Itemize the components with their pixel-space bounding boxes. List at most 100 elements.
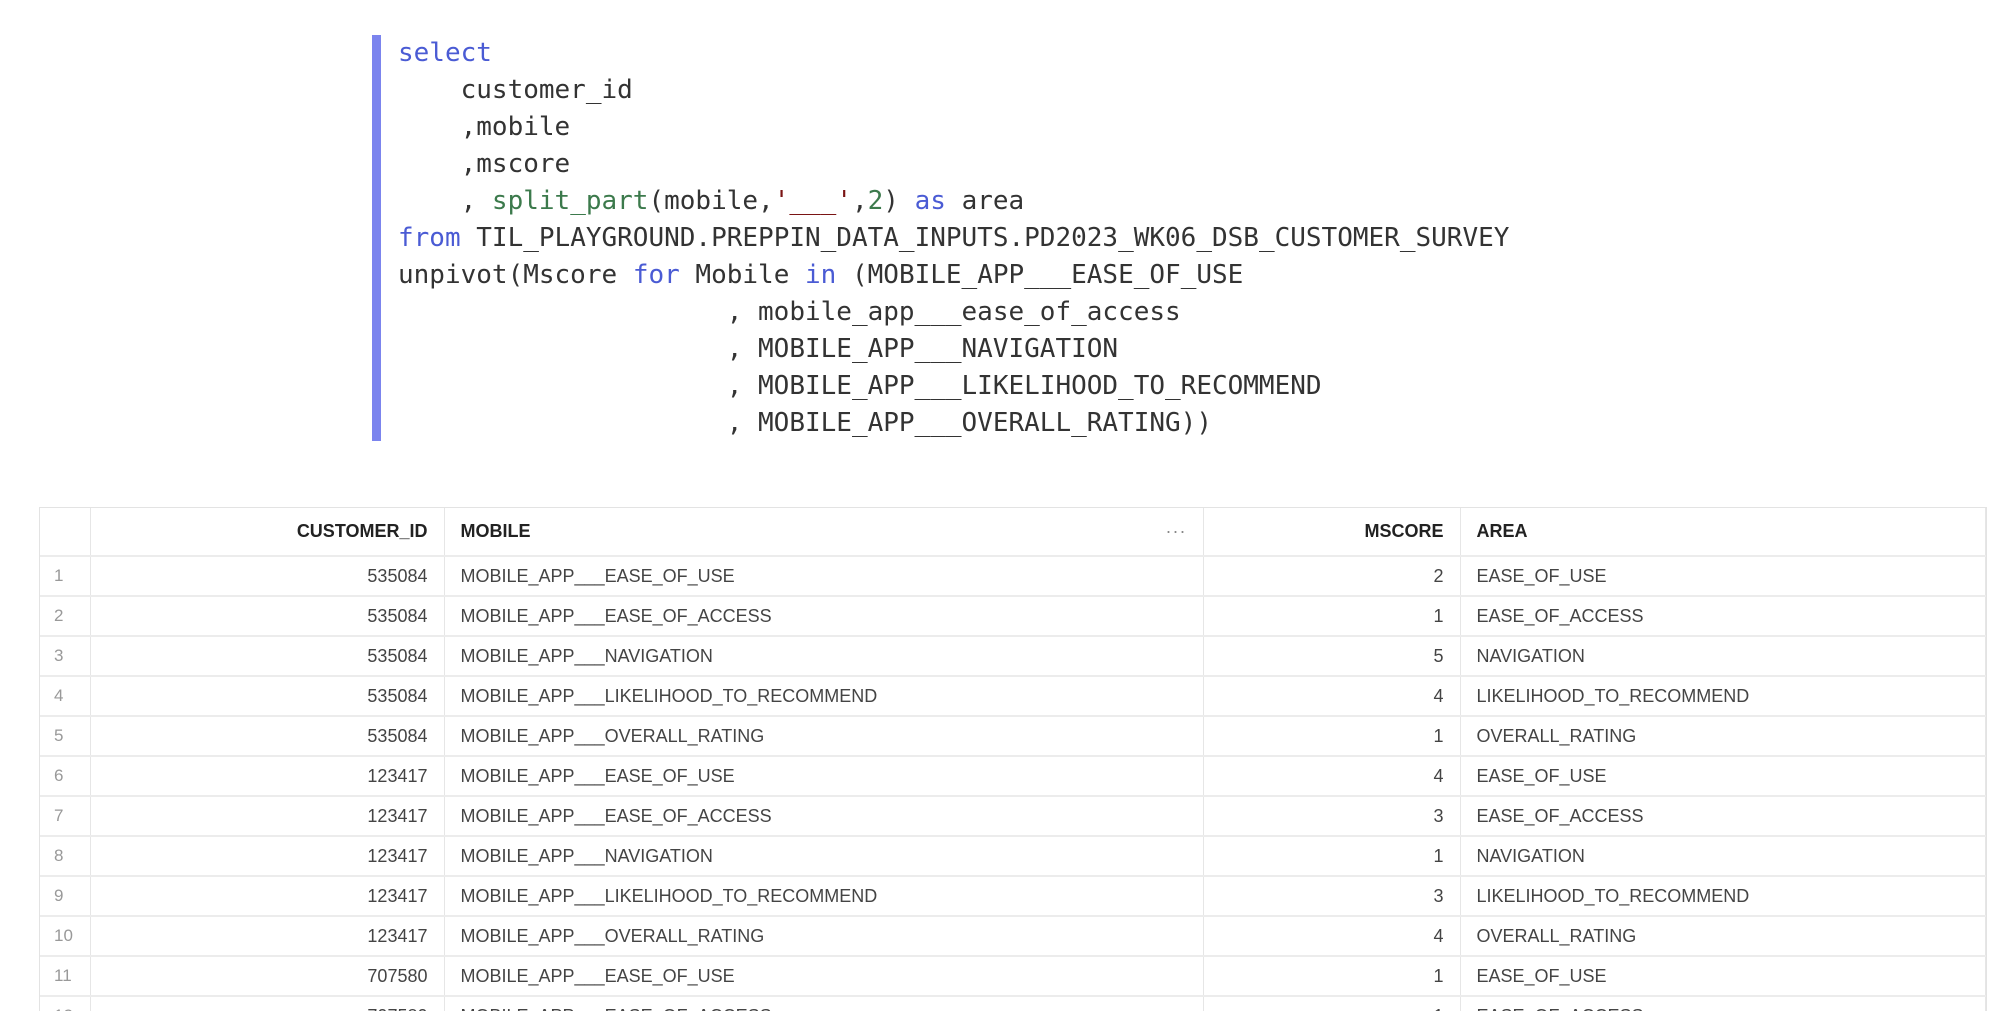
code-line: unpivot(Mscore for Mobile in (MOBILE_APP… [398,257,1509,294]
cell-customer-id[interactable]: 707580 [90,996,445,1011]
cell-mobile[interactable]: MOBILE_APP___EASE_OF_ACCESS [444,996,1204,1011]
row-number[interactable]: 5 [40,716,91,757]
code-line: , split_part(mobile,'___',2) as area [398,183,1509,220]
cell-customer-id[interactable]: 123417 [90,756,445,797]
sql-editor[interactable]: select customer_id ,mobile ,mscore , spl… [372,35,1509,441]
cell-mscore[interactable]: 1 [1203,716,1461,757]
column-header-mobile[interactable]: MOBILE ··· [444,508,1204,557]
cell-customer-id[interactable]: 123417 [90,876,445,917]
cell-area[interactable]: EASE_OF_ACCESS [1460,796,1986,837]
row-number[interactable]: 7 [40,796,91,837]
cell-mscore[interactable]: 1 [1203,996,1461,1011]
cell-area[interactable]: NAVIGATION [1460,836,1986,877]
row-number[interactable]: 8 [40,836,91,877]
cell-area[interactable]: EASE_OF_USE [1460,556,1986,597]
cell-customer-id[interactable]: 123417 [90,836,445,877]
row-number[interactable]: 10 [40,916,91,957]
cell-customer-id[interactable]: 707580 [90,956,445,997]
cell-mscore[interactable]: 5 [1203,636,1461,677]
cell-customer-id[interactable]: 535084 [90,596,445,637]
row-number[interactable]: 11 [40,956,91,997]
cell-mobile[interactable]: MOBILE_APP___EASE_OF_USE [444,756,1204,797]
row-number[interactable]: 12 [40,996,91,1011]
row-number[interactable]: 1 [40,556,91,597]
cell-mscore[interactable]: 1 [1203,836,1461,877]
row-number[interactable]: 6 [40,756,91,797]
cell-mobile[interactable]: MOBILE_APP___OVERALL_RATING [444,916,1204,957]
cell-customer-id[interactable]: 123417 [90,916,445,957]
table-row[interactable]: 12707580MOBILE_APP___EASE_OF_ACCESS1EASE… [40,996,1986,1011]
cell-area[interactable]: EASE_OF_ACCESS [1460,996,1986,1011]
cell-mscore[interactable]: 4 [1203,756,1461,797]
cell-area[interactable]: LIKELIHOOD_TO_RECOMMEND [1460,676,1986,717]
cell-mobile[interactable]: MOBILE_APP___LIKELIHOOD_TO_RECOMMEND [444,676,1204,717]
column-header-label: MOBILE [460,521,531,541]
keyword: for [632,260,680,290]
cell-customer-id[interactable]: 535084 [90,556,445,597]
cell-mobile[interactable]: MOBILE_APP___LIKELIHOOD_TO_RECOMMEND [444,876,1204,917]
function: split_part [491,186,649,216]
cell-mobile[interactable]: MOBILE_APP___EASE_OF_ACCESS [444,796,1204,837]
cell-customer-id[interactable]: 535084 [90,636,445,677]
cell-mscore[interactable]: 4 [1203,676,1461,717]
column-header-customer-id[interactable]: CUSTOMER_ID [90,508,445,557]
cell-mobile[interactable]: MOBILE_APP___EASE_OF_ACCESS [444,596,1204,637]
cell-mscore[interactable]: 2 [1203,556,1461,597]
cell-area[interactable]: EASE_OF_ACCESS [1460,596,1986,637]
code-line: , MOBILE_APP___OVERALL_RATING)) [398,408,1212,438]
cell-mscore[interactable]: 1 [1203,596,1461,637]
cell-customer-id[interactable]: 535084 [90,716,445,757]
cell-area[interactable]: OVERALL_RATING [1460,716,1986,757]
cell-mscore[interactable]: 4 [1203,916,1461,957]
code-text: ) [883,186,915,216]
code-text: unpivot(Mscore [398,260,633,290]
cell-mscore[interactable]: 3 [1203,876,1461,917]
code-text: (MOBILE_APP___EASE_OF_USE [836,260,1244,290]
string-literal: '___' [773,186,852,216]
cell-area[interactable]: EASE_OF_USE [1460,756,1986,797]
cell-area[interactable]: NAVIGATION [1460,636,1986,677]
cell-mobile[interactable]: MOBILE_APP___NAVIGATION [444,636,1204,677]
cell-area[interactable]: OVERALL_RATING [1460,916,1986,957]
code-text: area [945,186,1025,216]
table-header-row: CUSTOMER_ID MOBILE ··· MSCORE AREA [40,508,1986,557]
column-menu-icon[interactable]: ··· [1165,521,1187,541]
code-text: (mobile, [648,186,774,216]
keyword: as [914,186,946,216]
column-header-mscore[interactable]: MSCORE [1203,508,1461,557]
row-number[interactable]: 9 [40,876,91,917]
column-header-area[interactable]: AREA [1460,508,1986,557]
code-line: from TIL_PLAYGROUND.PREPPIN_DATA_INPUTS.… [398,220,1509,257]
cell-area[interactable]: LIKELIHOOD_TO_RECOMMEND [1460,876,1986,917]
number-literal: 2 [867,186,884,216]
cell-mscore[interactable]: 3 [1203,796,1461,837]
row-number[interactable]: 3 [40,636,91,677]
cell-mobile[interactable]: MOBILE_APP___NAVIGATION [444,836,1204,877]
keyword: from [398,223,461,253]
cell-mobile[interactable]: MOBILE_APP___OVERALL_RATING [444,716,1204,757]
keyword: in [805,260,837,290]
row-number[interactable]: 2 [40,596,91,637]
row-number[interactable]: 4 [40,676,91,717]
code-line: ,mscore [398,149,571,179]
cell-mscore[interactable]: 1 [1203,956,1461,997]
cell-mobile[interactable]: MOBILE_APP___EASE_OF_USE [444,956,1204,997]
cell-area[interactable]: EASE_OF_USE [1460,956,1986,997]
cell-customer-id[interactable]: 535084 [90,676,445,717]
code-line: , mobile_app___ease_of_access [398,297,1181,327]
code-text: , [851,186,868,216]
cell-customer-id[interactable]: 123417 [90,796,445,837]
cell-mobile[interactable]: MOBILE_APP___EASE_OF_USE [444,556,1204,597]
